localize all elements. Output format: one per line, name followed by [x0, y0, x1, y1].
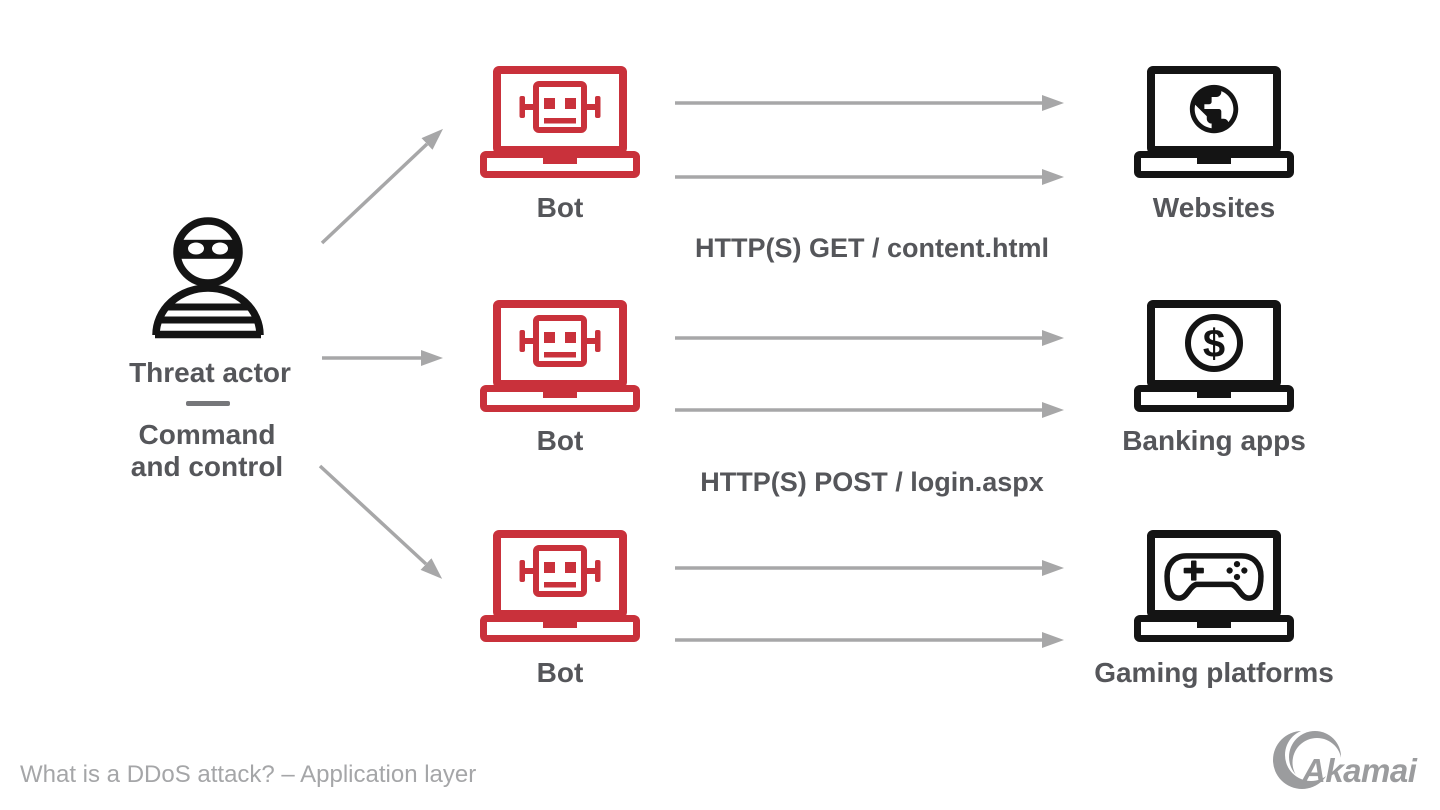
bot-laptop-icon [480, 530, 640, 642]
akamai-swoosh-arc-icon [1289, 731, 1341, 783]
bot-laptop-icon [480, 300, 640, 412]
gamepad-laptop-icon [1134, 530, 1294, 642]
command-and-control-label: Command and control [130, 419, 284, 482]
dollar-laptop-icon [1134, 300, 1294, 412]
globe-laptop-icon [1134, 66, 1294, 178]
http-get-message: HTTP(S) GET / content.html [695, 233, 1049, 263]
websites-label: Websites [1152, 192, 1276, 223]
bot-label: Bot [536, 657, 584, 688]
bot-request-arrows [675, 95, 1064, 648]
banking-apps-label: Banking apps [1122, 425, 1306, 456]
http-post-message: HTTP(S) POST / login.aspx [700, 467, 1044, 497]
masked-threat-actor-icon [152, 217, 264, 339]
dash-divider [186, 401, 230, 406]
akamai-logo-text: Akamai [1301, 752, 1418, 789]
bot-label: Bot [536, 192, 584, 223]
akamai-logo: Akamai [1273, 731, 1418, 789]
bot-label: Bot [536, 425, 584, 456]
gaming-platforms-label: Gaming platforms [1094, 657, 1334, 688]
footer-caption: What is a DDoS attack? – Application lay… [20, 761, 477, 788]
command-arrows [318, 128, 444, 579]
threat-actor-label: Threat actor [129, 357, 291, 388]
bot-laptop-icon [480, 66, 640, 178]
